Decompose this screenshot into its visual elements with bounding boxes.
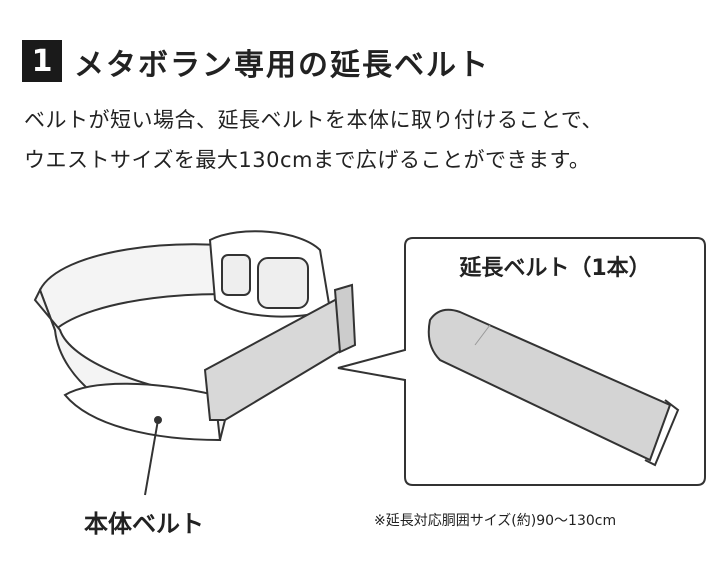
section-title: メタボラン専用の延長ベルト xyxy=(74,48,490,83)
main-belt-label: 本体ベルト xyxy=(84,510,204,538)
main-belt-drawing xyxy=(33,230,357,496)
section-number: 1 xyxy=(22,40,62,82)
description-line-2: ウエストサイズを最大130cmまで広げることができます。 xyxy=(24,148,591,172)
description-line-1: ベルトが短い場合、延長ベルトを本体に取り付けることで、 xyxy=(24,108,604,132)
extension-belt-drawing xyxy=(427,308,680,467)
size-note: ※延長対応胴囲サイズ(約)90〜130cm xyxy=(374,513,617,529)
extension-belt-label: 延長ベルト（1本） xyxy=(459,256,651,281)
